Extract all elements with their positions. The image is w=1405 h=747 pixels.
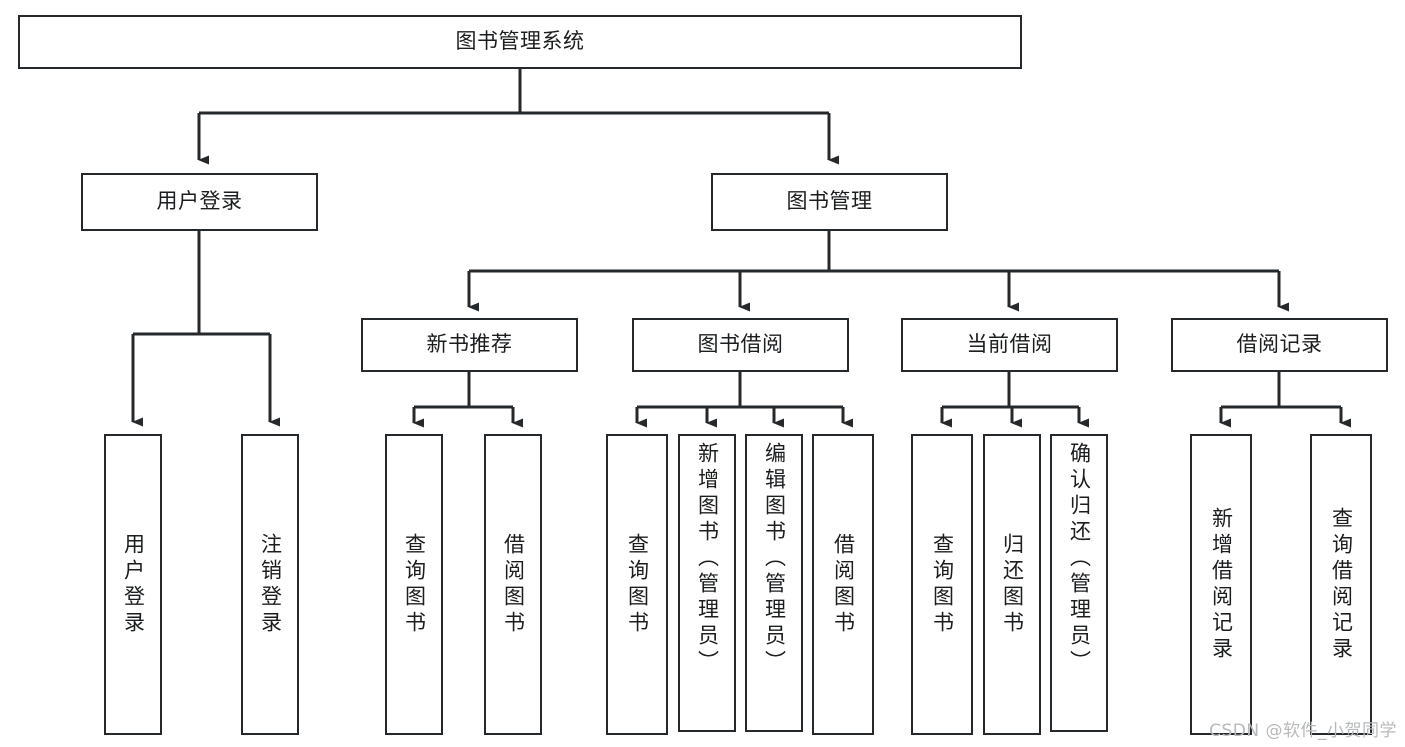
leaf-confirm-return-admin[interactable]: 确认归还（管理员） [1050, 434, 1108, 732]
node-user-login[interactable]: 用户登录 [81, 173, 318, 231]
node-label: 新书推荐 [426, 332, 513, 357]
leaf-add-borrow-record[interactable]: 新增借阅记录 [1190, 434, 1252, 735]
leaf-return-book[interactable]: 归还图书 [983, 434, 1041, 735]
leaf-logout[interactable]: 注销登录 [241, 434, 299, 735]
node-label: 查询图书 [625, 532, 650, 637]
node-label: 用户登录 [156, 189, 243, 214]
node-label: 新增图书（管理员） [695, 442, 720, 676]
leaf-query-borrow-record[interactable]: 查询借阅记录 [1310, 434, 1372, 735]
node-label: 查询借阅记录 [1329, 506, 1354, 663]
node-label: 借阅图书 [831, 532, 856, 637]
node-root-system[interactable]: 图书管理系统 [18, 15, 1022, 69]
node-book-manage[interactable]: 图书管理 [711, 173, 948, 231]
node-label: 确认归还（管理员） [1067, 442, 1092, 676]
node-label: 借阅记录 [1236, 332, 1323, 357]
node-label: 编辑图书（管理员） [762, 442, 787, 676]
node-label: 归还图书 [1000, 532, 1025, 637]
node-label: 借阅图书 [501, 532, 526, 637]
node-new-book-recommend[interactable]: 新书推荐 [361, 318, 578, 372]
node-label: 图书管理系统 [455, 29, 585, 54]
leaf-borrow-book-recommend[interactable]: 借阅图书 [484, 434, 542, 735]
node-label: 图书管理 [786, 189, 873, 214]
leaf-query-book-recommend[interactable]: 查询图书 [385, 434, 443, 735]
leaf-query-book-borrow[interactable]: 查询图书 [606, 434, 668, 735]
node-label: 查询图书 [402, 532, 427, 637]
node-label: 当前借阅 [966, 332, 1053, 357]
node-label: 新增借阅记录 [1209, 506, 1234, 663]
watermark-text: CSDN @软件_小贺同学 [1209, 721, 1397, 741]
leaf-add-book-admin[interactable]: 新增图书（管理员） [678, 434, 736, 732]
node-current-borrow[interactable]: 当前借阅 [901, 318, 1118, 372]
leaf-borrow-book-borrow[interactable]: 借阅图书 [812, 434, 874, 735]
node-book-borrow[interactable]: 图书借阅 [632, 318, 849, 372]
leaf-user-login[interactable]: 用户登录 [104, 434, 162, 735]
leaf-edit-book-admin[interactable]: 编辑图书（管理员） [745, 434, 803, 732]
leaf-query-book-current[interactable]: 查询图书 [911, 434, 973, 735]
node-label: 注销登录 [258, 532, 283, 637]
node-label: 查询图书 [930, 532, 955, 637]
node-label: 用户登录 [121, 532, 146, 637]
node-borrow-record[interactable]: 借阅记录 [1171, 318, 1388, 372]
node-label: 图书借阅 [697, 332, 784, 357]
